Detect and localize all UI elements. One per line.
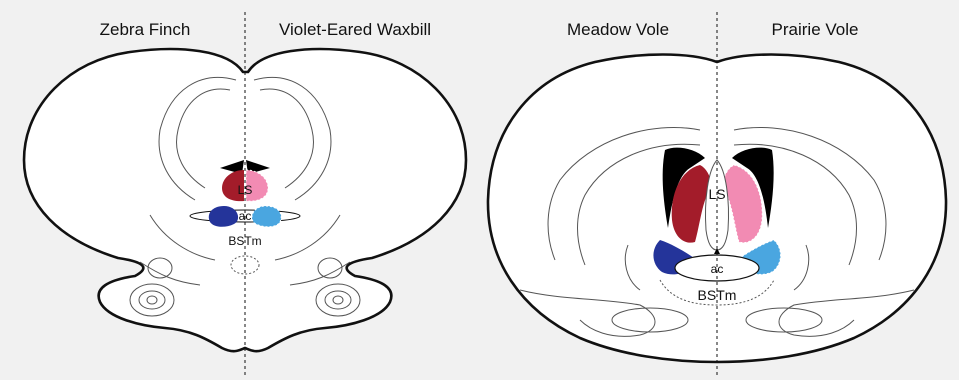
bird-ls-label: LS xyxy=(238,183,253,197)
vole-ac-label: ac xyxy=(711,262,724,276)
bird-left-species-title: Zebra Finch xyxy=(100,20,191,39)
bird-ac-label: ac xyxy=(239,209,252,223)
vole-panel: Meadow Vole Prairie Vole LS ac BSTm xyxy=(488,12,946,376)
bird-right-bstm xyxy=(252,206,281,227)
bird-panel: Zebra Finch Violet-Eared Waxbill LS ac B… xyxy=(24,12,466,376)
vole-bstm-label: BSTm xyxy=(698,287,737,303)
vole-right-species-title: Prairie Vole xyxy=(772,20,859,39)
bird-left-bstm xyxy=(209,206,238,227)
bird-bstm-label: BSTm xyxy=(228,234,261,248)
vole-left-species-title: Meadow Vole xyxy=(567,20,669,39)
bird-right-species-title: Violet-Eared Waxbill xyxy=(279,20,431,39)
vole-ls-label: LS xyxy=(708,186,725,202)
